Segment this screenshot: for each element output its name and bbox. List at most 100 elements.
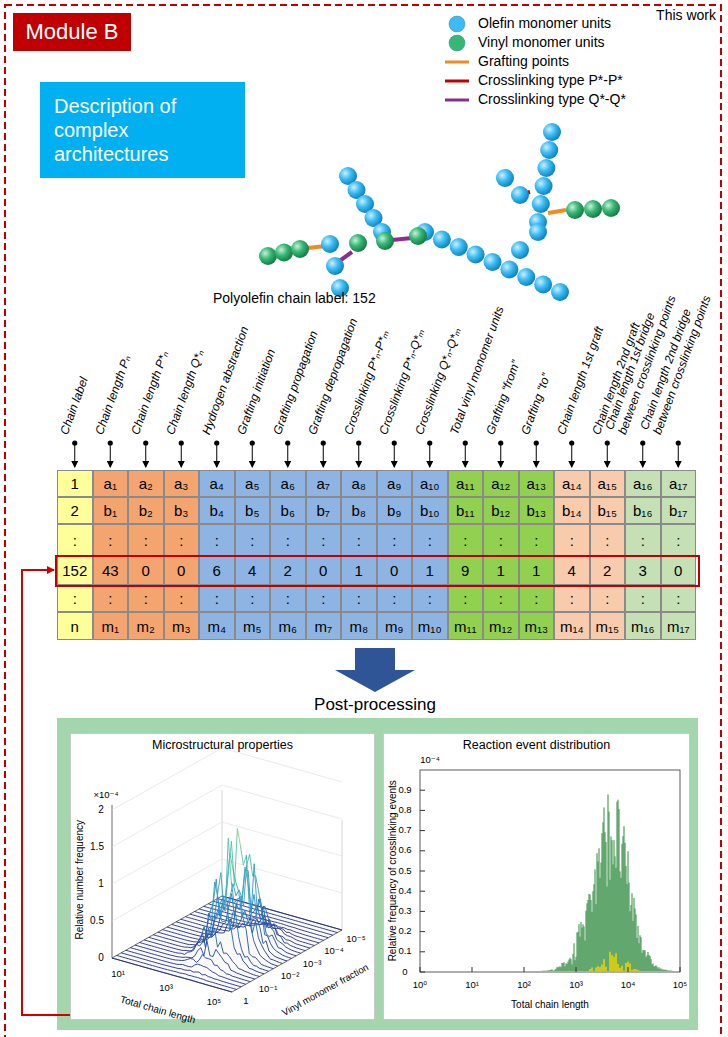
table-cell: m₁₆ — [625, 612, 661, 640]
histogram-bar — [635, 969, 637, 971]
histogram-bar — [559, 967, 560, 971]
histogram-bar — [611, 955, 613, 971]
surface-mesh — [325, 936, 328, 938]
surface-mesh — [255, 921, 258, 938]
surface-mesh — [159, 944, 162, 946]
surface-mesh — [169, 958, 172, 960]
surface-mesh — [168, 946, 171, 948]
surface-mesh — [301, 938, 304, 939]
surface-mesh — [132, 951, 135, 953]
monomer-bead — [467, 246, 485, 264]
surface-mesh — [124, 953, 127, 955]
surface-mesh — [238, 978, 241, 980]
surface-mesh — [242, 870, 245, 900]
surface-mesh — [276, 918, 279, 920]
table-cell: : — [448, 585, 484, 612]
surface-mesh — [177, 949, 180, 951]
table-cell: 2 — [270, 556, 306, 585]
chart-grid — [112, 748, 222, 810]
surface-mesh — [210, 916, 213, 930]
surface-mesh — [120, 956, 123, 958]
monomer-bead — [517, 268, 535, 286]
surface-mesh — [252, 969, 255, 971]
axis-label: Relative frequency of crosslinking event… — [387, 780, 399, 961]
histogram-bar — [651, 959, 652, 971]
surface-mesh — [224, 925, 227, 933]
surface-mesh — [247, 854, 250, 866]
surface-mesh — [214, 928, 217, 930]
surface-mesh — [235, 925, 238, 927]
surface-mesh — [257, 966, 260, 968]
surface-mesh — [199, 982, 202, 984]
leader-dot — [108, 440, 113, 445]
surface-mesh — [159, 959, 162, 961]
legend-line — [445, 80, 469, 83]
surface-mesh — [270, 959, 273, 961]
monomer-bead — [275, 244, 293, 262]
surface-mesh — [198, 977, 201, 978]
table-cell: : — [306, 524, 342, 556]
surface-mesh — [166, 973, 169, 975]
axis-label: 0.1 — [398, 946, 411, 957]
surface-mesh — [220, 914, 223, 916]
surface-mesh — [145, 951, 148, 953]
surface-mesh — [164, 949, 167, 951]
surface-mesh — [258, 938, 261, 945]
leader-dot — [321, 440, 326, 445]
surface-mesh — [204, 979, 207, 980]
surface-mesh — [159, 936, 162, 938]
surface-mesh — [259, 910, 262, 912]
histogram-bar — [621, 966, 623, 971]
surface-mesh — [210, 902, 213, 911]
chart-panel: Reaction event distribution — [383, 733, 690, 1020]
surface-mesh — [245, 956, 248, 958]
axis-label: 1 — [243, 996, 248, 1007]
surface-mesh — [243, 924, 246, 925]
surface-mesh — [231, 882, 234, 904]
surface-mesh — [146, 944, 149, 946]
surface-mesh — [223, 923, 226, 925]
histogram-bar — [657, 967, 658, 971]
surface-mesh — [235, 903, 238, 905]
monomer-bead — [511, 241, 529, 259]
surface-mesh — [286, 925, 289, 927]
surface-mesh — [239, 968, 242, 970]
surface-mesh — [130, 947, 133, 949]
histogram-bar — [658, 968, 659, 971]
tick — [420, 891, 425, 892]
surface-mesh — [213, 916, 216, 919]
surface-mesh — [256, 923, 259, 924]
leader-dot — [214, 440, 219, 445]
surface-mesh — [259, 891, 262, 908]
surface-mesh — [221, 932, 224, 933]
surface-mesh — [282, 920, 285, 922]
axis-label: 0.5 — [398, 866, 411, 877]
surface-mesh — [269, 951, 272, 954]
surface-mesh — [226, 908, 229, 910]
surface-mesh — [254, 974, 257, 976]
surface-mesh — [313, 941, 316, 943]
surface-mesh — [213, 914, 216, 925]
surface-mesh — [203, 936, 206, 938]
surface-mesh — [277, 939, 280, 941]
monomer-bead — [326, 257, 344, 275]
surface-mesh — [301, 929, 304, 931]
monomer-bead — [450, 238, 468, 256]
surface-mesh — [286, 956, 289, 958]
surface-mesh — [232, 894, 235, 916]
surface-mesh — [171, 939, 174, 941]
surface-mesh — [177, 933, 180, 935]
surface-mesh — [268, 913, 271, 915]
table-cell: : — [412, 585, 448, 612]
leader-line — [607, 443, 608, 467]
surface-mesh — [228, 905, 231, 907]
surface-mesh — [258, 961, 261, 965]
surface-mesh — [255, 957, 258, 960]
surface-mesh — [247, 925, 250, 926]
surface-mesh — [193, 971, 196, 972]
surface-mesh — [204, 906, 207, 908]
table-cell: m₁₁ — [448, 612, 484, 640]
surface-mesh — [199, 916, 202, 918]
surface-mesh — [283, 929, 286, 932]
surface-mesh — [226, 901, 229, 903]
